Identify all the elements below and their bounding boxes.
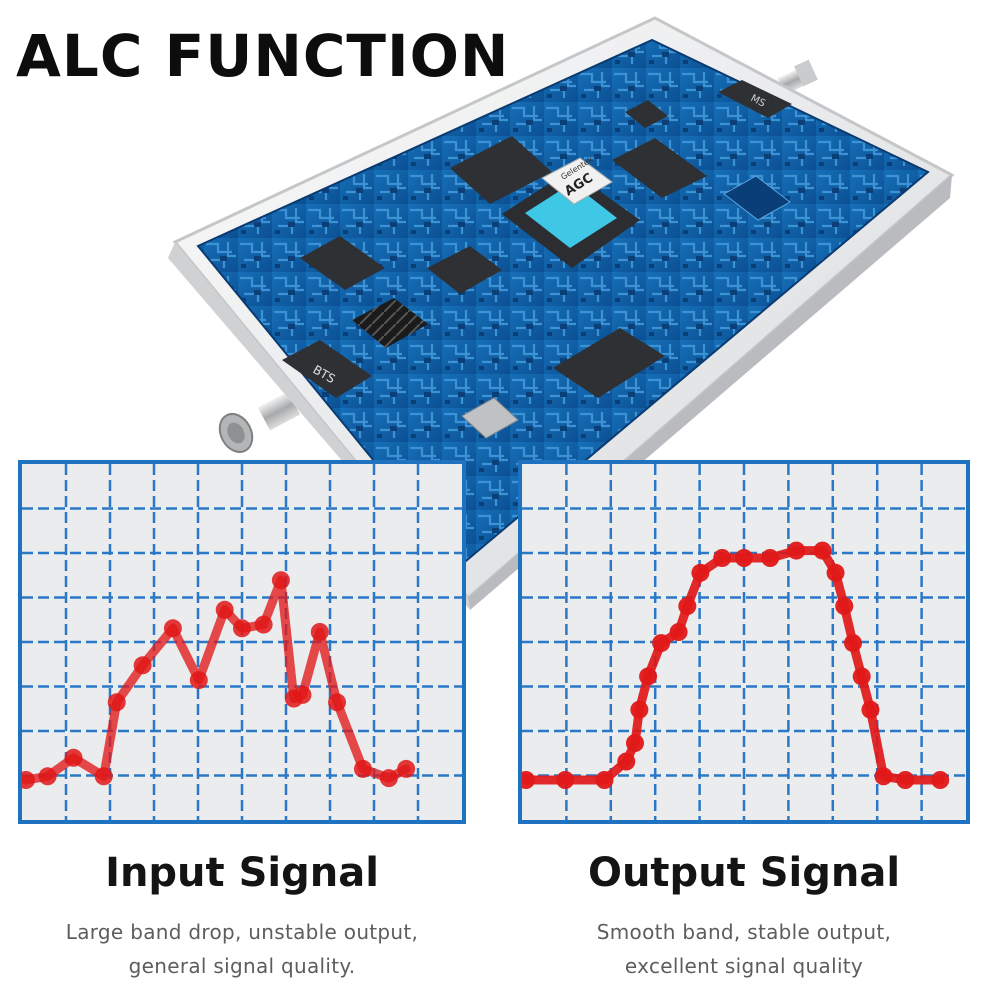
signal-point [94,767,113,786]
input-signal-description-line-2: general signal quality. [128,954,356,978]
signal-point [556,771,575,789]
pcb-chip [553,328,665,398]
signal-point [233,619,251,638]
page-title: ALC FUNCTION [16,22,510,90]
signal-point [64,748,83,767]
pcb-chip [300,236,385,290]
output-signal-plot [522,464,966,820]
signal-point [310,623,329,641]
signal-point [353,759,372,778]
signal-point [630,700,649,719]
pcb-chip [612,138,707,198]
signal-point [931,771,950,789]
signal-point [761,549,780,567]
signal-point [328,693,347,712]
signal-point [861,700,880,719]
signal-point [626,734,644,752]
heatsink [352,298,428,348]
signal-point [896,771,915,789]
signal-point [787,541,806,560]
pcb-chip [450,136,552,204]
signal-point [38,767,57,786]
signal-point [691,563,710,582]
heatsink [461,397,519,439]
signal-point [271,571,290,590]
output-signal-chart [518,460,970,824]
signal-point [293,685,312,704]
output-signal-description-line-2: excellent signal quality [624,954,864,978]
signal-point [215,600,234,619]
signal-point [852,667,871,686]
input-signal-description-line-1: Large band drop, unstable output, [65,920,419,944]
signal-point [254,615,273,634]
left-antenna-connector [218,391,301,454]
input-signal-plot [22,464,462,820]
input-signal-heading: Input Signal [105,850,379,896]
pcb-chip [625,100,668,128]
signal-point [813,541,832,560]
signal-point [133,656,152,675]
ms-chip: MS [718,80,792,118]
signal-point [107,693,126,712]
signal-point [713,549,732,567]
signal-point [735,549,753,567]
signal-point [397,759,416,778]
chart-grid [522,464,966,820]
signal-point [639,667,658,686]
signal-point [595,771,614,789]
signal-point [844,634,862,653]
signal-point [22,771,35,789]
pcb-board [196,38,930,568]
input-signal-chart [18,460,466,824]
bts-chip: BTS [282,340,372,398]
agc-chip: Gelentek AGC [502,155,640,268]
signal-point [522,771,535,789]
signal-point [652,634,671,653]
signal-point [189,671,208,690]
vent-grid [723,175,791,221]
signal-point [163,619,182,638]
signal-point [835,597,854,616]
signal-point [678,597,697,616]
pcb-chip [427,246,502,294]
signal-point [379,769,398,788]
output-signal-heading: Output Signal [587,850,901,896]
output-signal-description-line-1: Smooth band, stable output, [596,920,892,944]
signal-point [617,752,636,771]
signal-point [669,623,688,641]
signal-point [826,563,845,582]
signal-point [874,767,893,786]
